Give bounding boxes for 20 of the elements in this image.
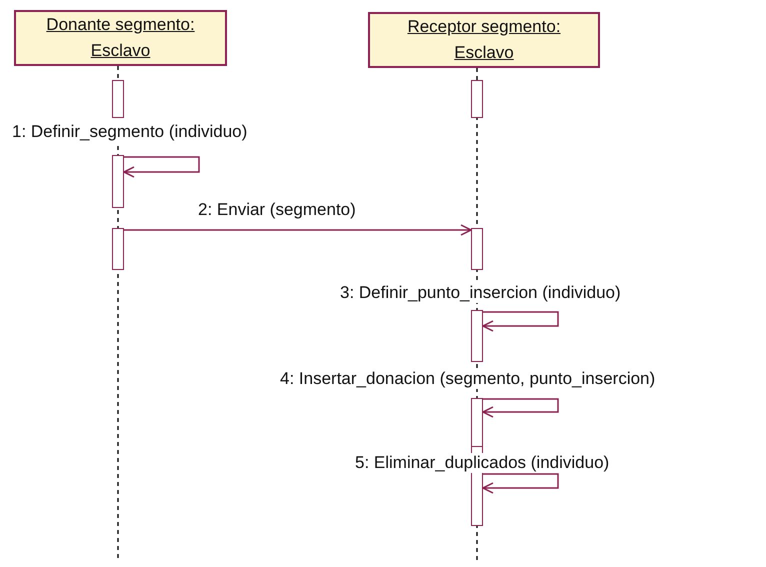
message-label: 4: Insertar_donacion (segmento, punto_insercion) (278, 369, 658, 389)
message-arrow (482, 311, 559, 332)
object-name: Receptor segmento: Esclavo (406, 16, 562, 64)
message-label: 5: Eliminar_duplicados (individuo) (353, 453, 612, 473)
activation-bar (112, 228, 124, 270)
message-arrow (482, 398, 559, 418)
activation-bar (112, 155, 124, 208)
message-arrow (482, 473, 559, 494)
object-box (368, 12, 600, 68)
object-name: Donante segmento: Esclavo (45, 14, 196, 62)
activation-bar (471, 80, 483, 118)
activation-bar (471, 310, 483, 362)
message-label: 1: Definir_segmento (individuo) (10, 122, 250, 142)
activation-bar (112, 80, 124, 118)
message-arrow (124, 224, 472, 236)
activation-bar (471, 228, 483, 270)
message-arrow (123, 156, 200, 178)
message-label: 2: Enviar (segmento) (196, 200, 358, 220)
object-box (14, 10, 227, 66)
message-label: 3: Definir_punto_insercion (individuo) (338, 283, 623, 303)
